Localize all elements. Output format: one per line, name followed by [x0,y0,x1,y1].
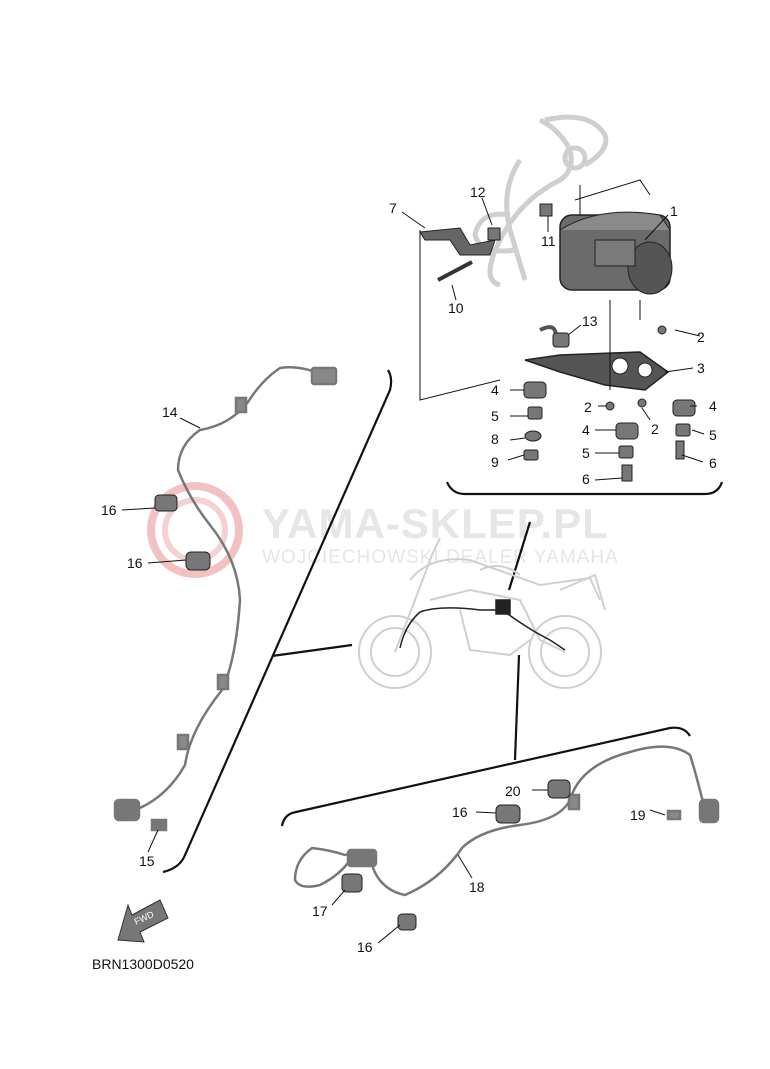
callout-9: 9 [491,454,499,470]
callout-16: 16 [127,555,143,571]
bike-harness [399,599,566,651]
mounting-hardware [523,325,696,482]
callout-20: 20 [505,783,521,799]
section-brackets [162,369,724,874]
callout-3: 3 [697,360,705,376]
callout-4: 4 [582,422,590,438]
watermark-title: YAMA-SKLEP.PL [262,500,609,547]
callout-8: 8 [491,431,499,447]
callout-16: 16 [452,804,468,820]
callout-19: 19 [630,807,646,823]
callout-7: 7 [389,200,397,216]
callout-14: 14 [162,404,178,420]
callout-5: 5 [709,427,717,443]
watermark-subtitle: WOJCIECHOWSKI DEALER YAMAHA [262,547,619,568]
callout-6: 6 [582,471,590,487]
callout-15: 15 [139,853,155,869]
callout-11: 11 [541,233,556,249]
abs-bracket [524,325,670,391]
abs-hydraulic-unit [559,211,673,295]
callout-16: 16 [357,939,373,955]
callout-2: 2 [651,421,659,437]
callout-6: 6 [709,455,717,471]
callout-4: 4 [491,382,499,398]
callout-numbers: 1 2 2 2 3 4 4 4 5 5 5 6 6 7 8 9 10 11 12… [101,184,717,955]
callout-10: 10 [448,300,464,316]
leader-lines [121,179,705,944]
callout-2: 2 [697,329,705,345]
fwd-arrow-icon: FWD [117,899,169,943]
front-clamps [154,494,211,571]
watermark: YAMA-SKLEP.PL WOJCIECHOWSKI DEALER YAMAH… [147,482,619,578]
callout-18: 18 [469,879,485,895]
callout-16: 16 [101,502,117,518]
callout-5: 5 [491,408,499,424]
callout-5: 5 [582,445,590,461]
diagram-code: BRN1300D0520 [92,956,194,972]
callout-17: 17 [312,903,328,919]
callout-12: 12 [470,184,486,200]
rear-clamps [341,779,571,931]
rear-sensor-harness [293,745,720,897]
callout-2: 2 [584,399,592,415]
callout-1: 1 [670,203,678,219]
brake-pipes [472,114,609,288]
motorcycle-silhouette [358,537,606,689]
callout-13: 13 [582,313,598,329]
front-sensor-harness [113,366,338,832]
callout-4: 4 [709,398,717,414]
sub-brackets [419,203,570,348]
